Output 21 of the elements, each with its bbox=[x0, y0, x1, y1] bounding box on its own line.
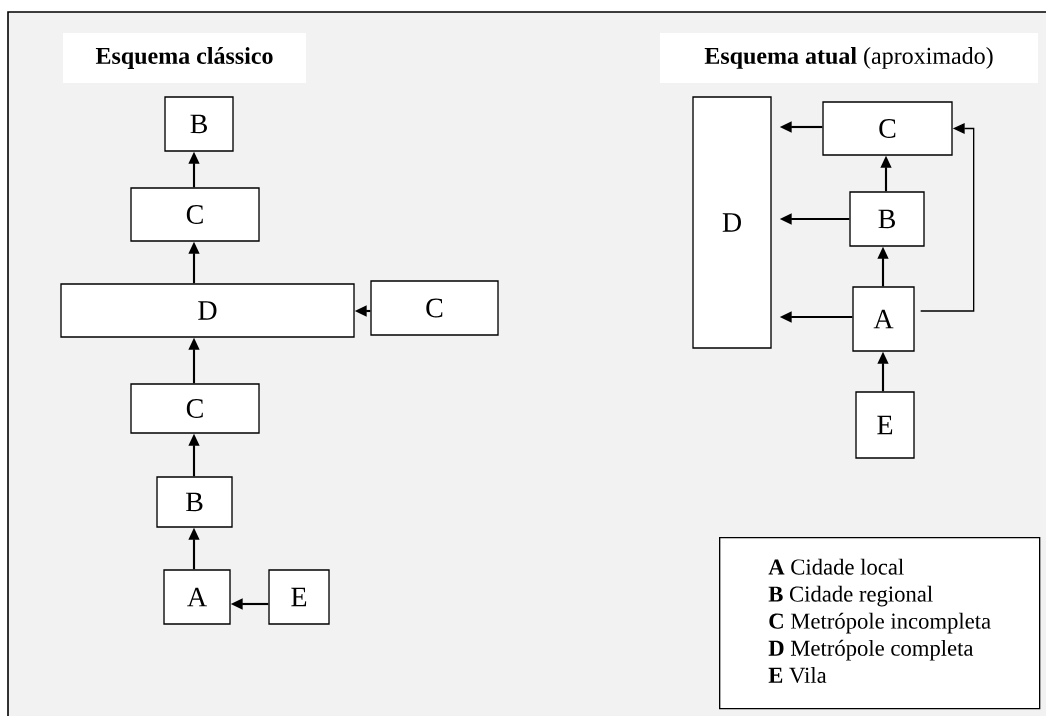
letter-box: D bbox=[60, 283, 355, 338]
letter-box: A bbox=[163, 569, 231, 625]
letter-box: C bbox=[130, 383, 260, 434]
letter-box: E bbox=[268, 569, 330, 625]
letter-box: B bbox=[156, 476, 233, 528]
letter-box: A bbox=[852, 286, 915, 352]
letter-box: D bbox=[692, 96, 772, 349]
letter-box: B bbox=[164, 96, 234, 152]
legend-entry: A Cidade local bbox=[768, 558, 904, 575]
legend-entry: B Cidade regional bbox=[768, 585, 933, 607]
legend-entry: C Metrópole incompleta bbox=[769, 612, 991, 634]
arrow bbox=[920, 123, 975, 312]
letter-box: C bbox=[370, 280, 499, 336]
letter-box: B bbox=[849, 191, 925, 247]
letter-box: C bbox=[822, 101, 953, 156]
title-box: Esquema atual (aproximado) bbox=[660, 33, 1038, 83]
title-box: Esquema clássico bbox=[63, 33, 306, 83]
letter-box: E bbox=[855, 391, 915, 459]
letter-box: C bbox=[130, 187, 260, 242]
legend-entry: E Vila bbox=[768, 667, 827, 684]
legend-entry: D Metrópole completa bbox=[768, 639, 974, 661]
